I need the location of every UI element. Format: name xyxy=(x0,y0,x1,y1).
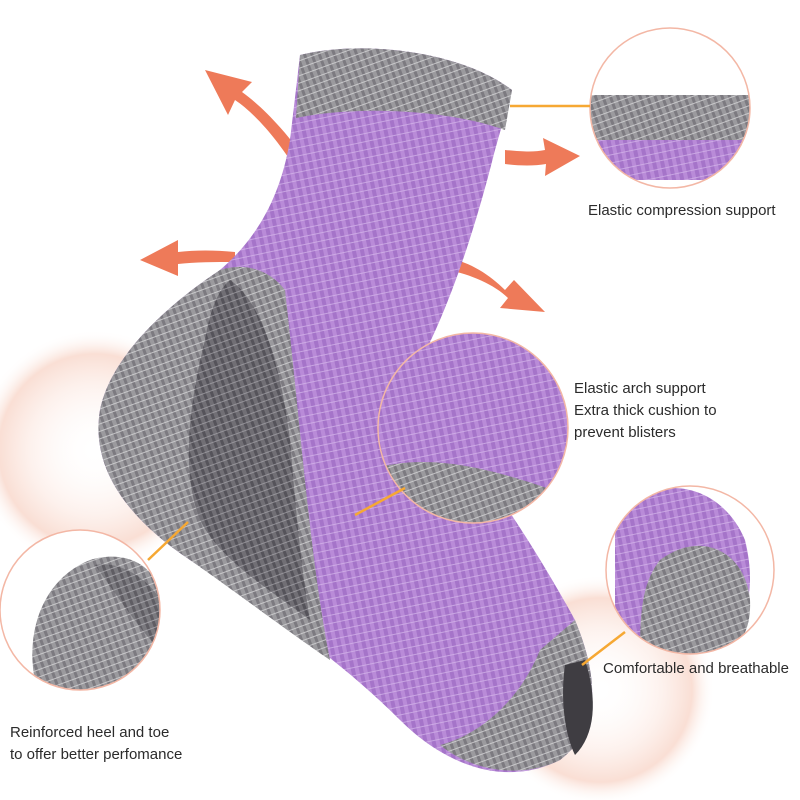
zoom-heel xyxy=(0,521,189,691)
feature-label-breathable: Comfortable and breathable xyxy=(603,658,789,680)
feature-text-line: Extra thick cushion to xyxy=(574,402,717,419)
leader-line-toe xyxy=(581,631,626,666)
arrow-left-mid-icon xyxy=(140,240,235,276)
sock-heel-dark xyxy=(188,280,310,620)
feature-text-line: to offer better perfomance xyxy=(10,746,183,763)
arrow-down-right-icon xyxy=(448,258,545,312)
zoom-cuff xyxy=(510,27,751,189)
sock-toe-tip xyxy=(563,660,593,755)
leader-line-arch xyxy=(354,486,406,517)
stretch-arrows xyxy=(140,70,580,312)
sock xyxy=(98,48,593,773)
feature-text-line: Elastic arch support xyxy=(574,380,706,397)
feature-label-arch: Elastic arch support Extra thick cushion… xyxy=(574,378,717,444)
arrow-right-top-icon xyxy=(505,138,580,176)
feature-text-line: Reinforced heel and toe xyxy=(10,724,170,741)
leader-line-heel xyxy=(147,521,189,561)
feature-label-compression: Elastic compression support xyxy=(588,200,776,222)
sock-cuff xyxy=(296,48,512,130)
arrow-up-left-icon xyxy=(205,70,300,160)
sock-body xyxy=(98,48,593,773)
feature-text-line: Comfortable and breathable xyxy=(603,660,789,677)
zoom-toe xyxy=(581,485,775,666)
feature-label-heel: Reinforced heel and toe to offer better … xyxy=(10,722,182,766)
feature-text-line: Elastic compression support xyxy=(588,202,776,219)
sock-toe xyxy=(440,620,593,771)
feature-text-line: prevent blisters xyxy=(574,424,676,441)
